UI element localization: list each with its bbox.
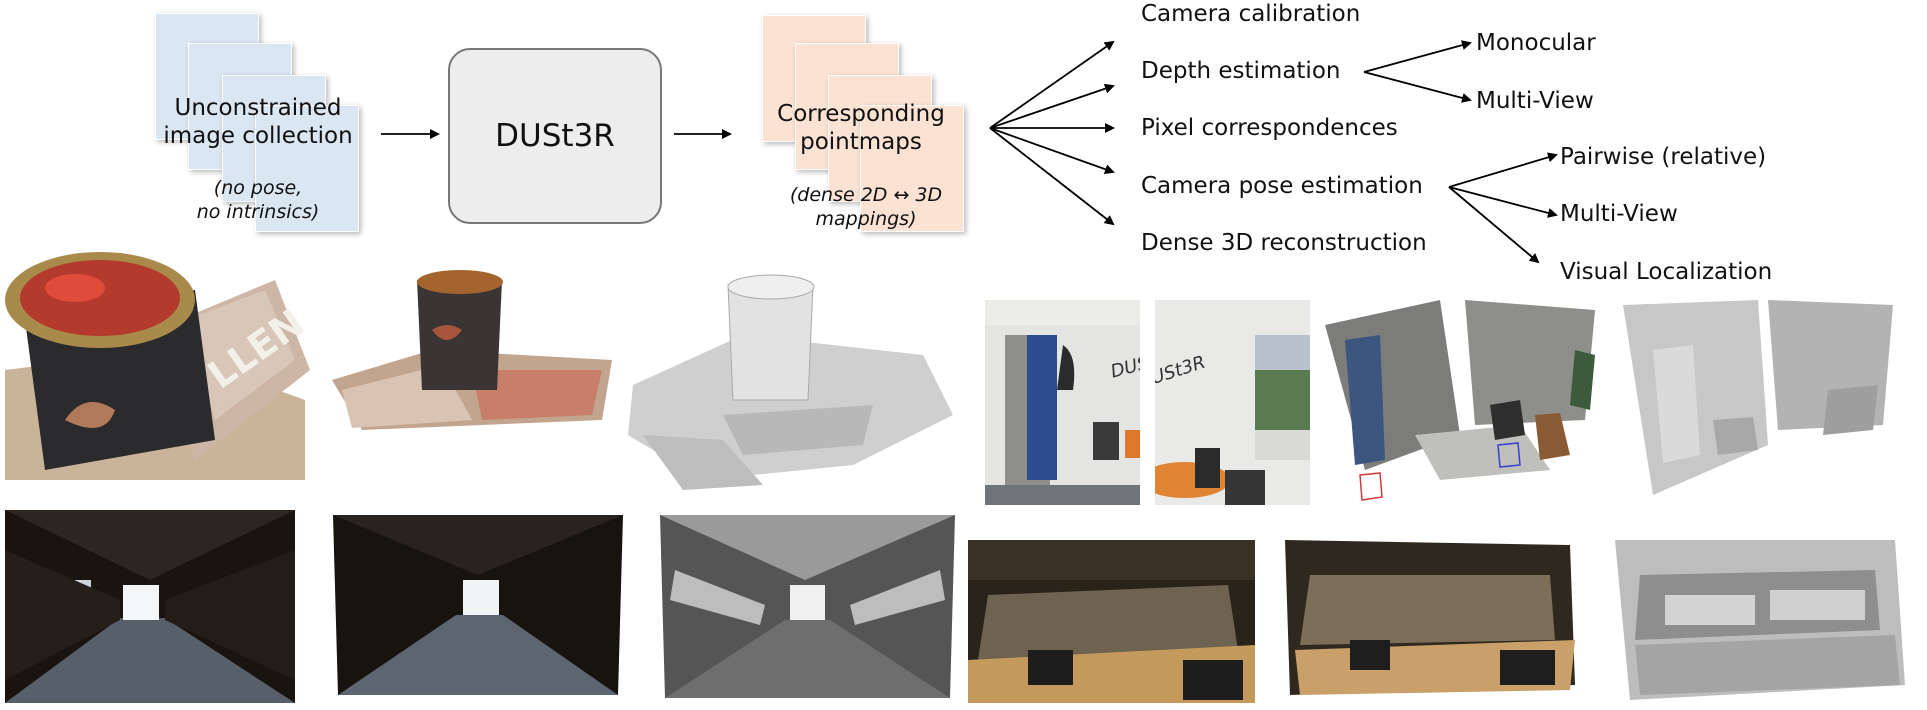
auditorium-pointcloud-gray — [1605, 535, 1920, 705]
subtask-depth-multiview: Multi-View — [1476, 88, 1594, 114]
arrow-to-pose-multiview — [1448, 186, 1558, 218]
auditorium-pointcloud-color — [1280, 535, 1585, 700]
arrow-to-depth — [989, 83, 1115, 129]
task-camera-calibration: Camera calibration — [1141, 1, 1361, 27]
task-camera-pose-estimation: Camera pose estimation — [1141, 173, 1423, 199]
arrow-to-pairwise — [1448, 152, 1558, 188]
subtask-monocular: Monocular — [1476, 30, 1596, 56]
output-label: Corresponding pointmaps — [756, 100, 966, 156]
arrow-to-pose — [989, 127, 1115, 175]
task-depth-estimation: Depth estimation — [1141, 58, 1341, 84]
input-note-line2: no intrinsics) — [196, 201, 320, 223]
input-note-line1: (no pose, — [213, 177, 303, 199]
output-label-line2: pointmaps — [800, 129, 922, 155]
output-note-line2: mappings) — [815, 208, 917, 230]
room-reconstruction-color — [1320, 295, 1605, 510]
arrow-to-depth-multiview — [1363, 71, 1472, 103]
subtask-pose-multiview: Multi-View — [1560, 201, 1678, 227]
bridge-pointcloud-color — [328, 510, 630, 700]
output-note-line1: (dense 2D ↔ 3D — [789, 184, 943, 206]
input-image-card — [255, 105, 359, 232]
dust3r-model-box: DUSt3R — [448, 48, 662, 224]
can-photo: LLEN — [5, 250, 310, 480]
can-pointcloud-gray — [623, 265, 953, 505]
input-label-line2: image collection — [163, 123, 353, 149]
subtask-visual-localization: Visual Localization — [1560, 259, 1773, 285]
room-photo-1: DUSt3R — [985, 300, 1140, 505]
task-dense-3d-reconstruction: Dense 3D reconstruction — [1141, 230, 1427, 256]
can-pointcloud-color — [322, 260, 622, 435]
flow-arrows — [381, 40, 1558, 264]
output-label-line1: Corresponding — [777, 101, 945, 127]
task-pixel-correspondences: Pixel correspondences — [1141, 115, 1398, 141]
bridge-photo — [5, 510, 295, 703]
arrow-to-monocular — [1363, 40, 1472, 73]
input-label: Unconstrained image collection — [148, 94, 368, 150]
input-label-line1: Unconstrained — [174, 95, 342, 121]
output-note: (dense 2D ↔ 3D mappings) — [766, 183, 966, 231]
auditorium-photo — [968, 540, 1255, 703]
model-label: DUSt3R — [495, 118, 615, 154]
bridge-pointcloud-gray — [655, 510, 960, 703]
input-note: (no pose, no intrinsics) — [168, 176, 348, 224]
arrow-to-localization — [1448, 186, 1540, 264]
room-photo-2: DUSt3R — [1155, 300, 1310, 505]
arrow-to-reconstruction — [989, 127, 1115, 226]
pointmap-card — [860, 105, 964, 232]
subtask-pairwise: Pairwise (relative) — [1560, 144, 1767, 170]
arrow-to-calibration — [989, 40, 1115, 129]
room-reconstruction-gray — [1618, 295, 1898, 505]
